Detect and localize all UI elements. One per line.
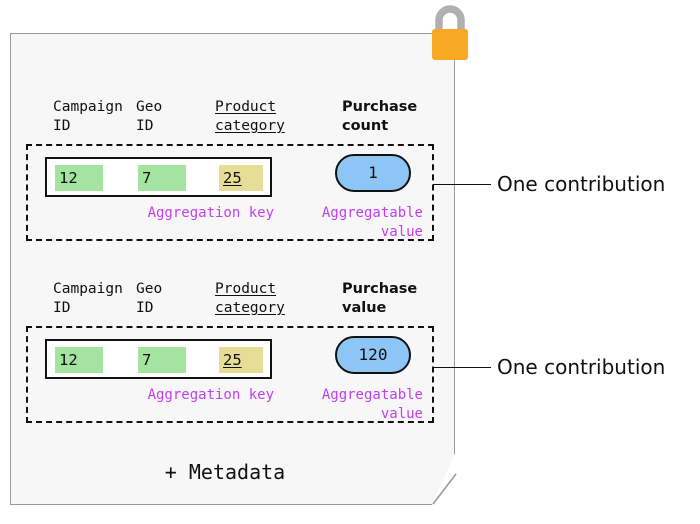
header-geo-id-1: Geo ID	[136, 99, 163, 134]
contribution-row-1: Campaign ID Geo ID Product category Purc…	[26, 98, 434, 241]
header-measure-1: Purchase count	[342, 99, 418, 134]
contribution-row-2: Campaign ID Geo ID Product category Purc…	[26, 280, 434, 423]
aggregation-key-label-2: Aggregation key	[147, 387, 274, 403]
header-product-category-2: Product category	[215, 281, 285, 316]
key-field-geo-id-2: 7	[138, 347, 186, 373]
aggregatable-value-label-1: Aggregatable value	[321, 205, 423, 240]
aggregation-key-box-1: 12 7 25	[45, 157, 272, 197]
callout-label-1: One contribution	[497, 172, 666, 196]
aggregation-key-label-1: Aggregation key	[147, 205, 274, 221]
key-field-campaign-id-1: 12	[55, 165, 103, 191]
padlock-icon	[432, 5, 468, 60]
contribution-dashed-boundary-2: 12 7 25 120 Aggregation key Aggregatable…	[26, 326, 434, 423]
column-headers-1: Campaign ID Geo ID Product category Purc…	[26, 98, 434, 144]
aggregatable-value-label-2: Aggregatable value	[321, 387, 423, 422]
key-field-campaign-id-2: 12	[55, 347, 103, 373]
callout-leader-2	[433, 367, 491, 368]
aggregatable-value-pill-2: 120	[335, 336, 411, 374]
callout-leader-1	[433, 184, 491, 185]
header-geo-id-2: Geo ID	[136, 281, 163, 316]
key-field-product-category-2: 25	[219, 347, 263, 373]
key-field-geo-id-1: 7	[138, 165, 186, 191]
header-campaign-id-2: Campaign ID	[53, 281, 123, 316]
metadata-label: + Metadata	[164, 460, 286, 484]
contribution-dashed-boundary-1: 12 7 25 1 Aggregation key Aggregatable v…	[26, 144, 434, 241]
column-headers-2: Campaign ID Geo ID Product category Purc…	[26, 280, 434, 326]
header-product-category-1: Product category	[215, 99, 285, 134]
key-field-product-category-1: 25	[219, 165, 263, 191]
header-measure-2: Purchase value	[342, 281, 418, 316]
aggregatable-report-card	[10, 33, 455, 505]
header-campaign-id-1: Campaign ID	[53, 99, 123, 134]
aggregatable-value-pill-1: 1	[335, 154, 411, 192]
aggregation-key-box-2: 12 7 25	[45, 339, 272, 379]
callout-label-2: One contribution	[497, 355, 666, 379]
